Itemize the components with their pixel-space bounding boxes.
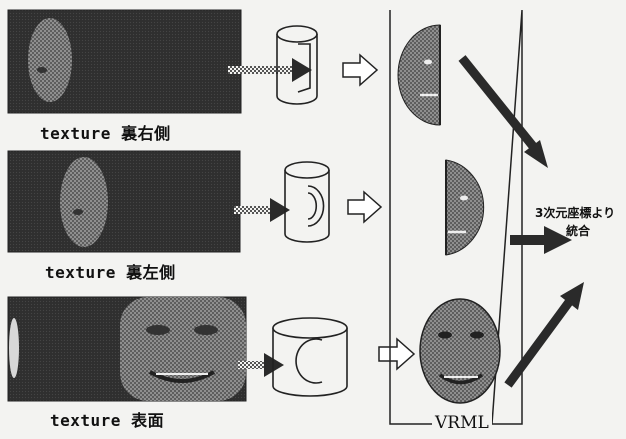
hollow-arrow-1 (342, 53, 379, 87)
hollow-arrow-3 (378, 337, 416, 371)
dotted-arrow-2 (234, 198, 290, 222)
vrml-face-right-half (397, 24, 441, 126)
merge-arrow-top (458, 55, 548, 168)
vrml-face-left-half (445, 159, 485, 256)
cylinder-3 (272, 317, 348, 397)
texture-label-right-back: texture 裏右側 (40, 124, 171, 143)
texture-panel-right-back (7, 9, 242, 114)
dotted-arrow-3 (238, 353, 284, 377)
dotted-arrow-1 (228, 58, 312, 82)
merge-arrow-middle (510, 226, 572, 254)
cylinder-2 (284, 161, 330, 243)
vrml-frame (389, 9, 523, 425)
cylinder-1 (276, 25, 318, 105)
integration-note-line1: 3次元座標より (535, 206, 616, 220)
texture-panel-left-back (7, 150, 241, 253)
vrml-label: VRML (432, 413, 492, 433)
integration-note-line2: 統合 (566, 224, 591, 238)
texture-panel-front (7, 296, 247, 402)
vrml-face-front (419, 298, 501, 404)
texture-label-left-back: texture 裏左側 (45, 263, 176, 282)
texture-label-front: texture 表面 (50, 411, 165, 430)
merge-arrow-bottom (504, 282, 584, 388)
hollow-arrow-2 (347, 190, 383, 224)
